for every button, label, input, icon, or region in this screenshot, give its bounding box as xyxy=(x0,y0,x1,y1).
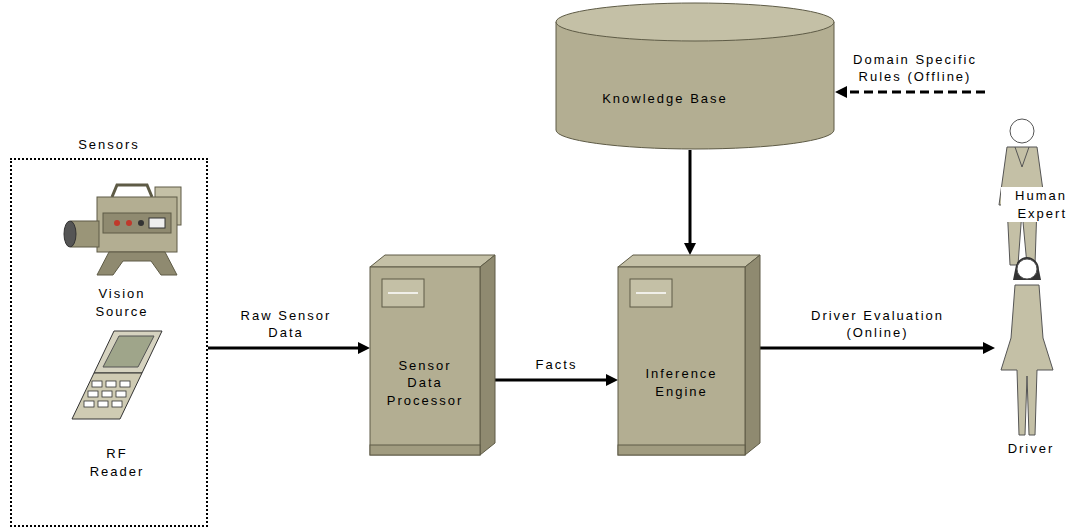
connector-line xyxy=(495,379,607,382)
cabinet-part xyxy=(370,445,480,455)
cylinder-part xyxy=(556,3,834,41)
cabinet-illustration xyxy=(618,255,760,455)
reader-part xyxy=(98,401,108,407)
reader-part xyxy=(120,381,130,387)
node-label: Sensors xyxy=(12,136,206,154)
node-label: Inference Engine xyxy=(628,365,735,400)
node-label: Sensor Data Processor xyxy=(380,357,470,410)
connector-line xyxy=(846,91,985,94)
reader-node: RF Reader xyxy=(62,327,172,487)
arrow-head xyxy=(835,86,847,98)
camera-part xyxy=(97,197,177,252)
reader-part xyxy=(116,391,126,397)
node-label: RF Reader xyxy=(77,445,157,480)
camera-part xyxy=(114,220,120,226)
connector xyxy=(208,342,370,354)
arrow-head xyxy=(983,342,995,354)
cylinder-node: Knowledge Base xyxy=(555,2,835,150)
man-illustration xyxy=(985,85,1070,270)
cabinet-part xyxy=(370,267,480,455)
cabinet-part xyxy=(636,292,666,294)
woman-part xyxy=(1001,285,1053,435)
cabinet-part xyxy=(370,255,495,267)
camera-part xyxy=(149,218,165,228)
reader-part xyxy=(88,391,98,397)
node-label: Knowledge Base xyxy=(575,90,755,108)
woman-node: Driver xyxy=(995,250,1067,460)
reader-part xyxy=(72,373,142,419)
camera-node: Vision Source xyxy=(57,185,187,320)
connector xyxy=(835,86,985,98)
reader-part xyxy=(103,336,154,367)
cabinet-part xyxy=(745,255,760,455)
reader-part xyxy=(92,381,102,387)
node-label: Driver xyxy=(995,440,1067,458)
cabinet-part xyxy=(618,267,745,455)
reader-illustration xyxy=(62,327,172,487)
connector xyxy=(495,374,618,386)
connector-line xyxy=(689,150,692,244)
woman-illustration xyxy=(995,250,1067,460)
cabinet-part xyxy=(630,279,672,307)
cabinet-part xyxy=(388,292,418,294)
node-label: Vision Source xyxy=(80,285,164,320)
camera-part xyxy=(97,252,177,275)
camera-part xyxy=(112,185,152,197)
cabinet-part xyxy=(480,255,495,455)
man-node: Human Expert xyxy=(985,85,1070,270)
camera-part xyxy=(103,213,171,233)
cabinet-illustration xyxy=(370,255,495,455)
woman-part xyxy=(1013,257,1041,280)
connector xyxy=(760,342,995,354)
connector-label: Driver Evaluation (Online) xyxy=(785,307,970,342)
camera-part xyxy=(138,220,144,226)
node-label: Human Expert xyxy=(1001,187,1067,222)
arrow-head xyxy=(358,342,370,354)
woman-part xyxy=(1017,259,1037,279)
arrow-head xyxy=(606,374,618,386)
camera-part xyxy=(126,220,132,226)
connector-label: Domain Specific Rules (Offline) xyxy=(840,51,990,86)
reader-part xyxy=(94,331,162,373)
cylinder-illustration xyxy=(555,2,835,150)
connector-line xyxy=(760,347,984,350)
reader-part xyxy=(106,381,116,387)
camera-part xyxy=(64,221,76,247)
man-part xyxy=(1015,147,1029,167)
cabinet-part xyxy=(382,279,424,307)
connector-label: Facts xyxy=(517,356,597,374)
cabinet-node: Sensor Data Processor xyxy=(370,255,495,455)
reader-part xyxy=(102,391,112,397)
arrow-head xyxy=(684,243,696,255)
sensor-group: SensorsVision SourceRF Reader xyxy=(10,158,208,527)
connector xyxy=(684,150,696,255)
reader-part xyxy=(112,401,122,407)
cabinet-part xyxy=(618,445,745,455)
cabinet-node: Inference Engine xyxy=(618,255,760,455)
connector-line xyxy=(208,347,359,350)
man-part xyxy=(1010,119,1034,143)
cabinet-part xyxy=(618,255,760,267)
reader-part xyxy=(84,401,94,407)
connector-label: Raw Sensor Data xyxy=(229,307,344,342)
